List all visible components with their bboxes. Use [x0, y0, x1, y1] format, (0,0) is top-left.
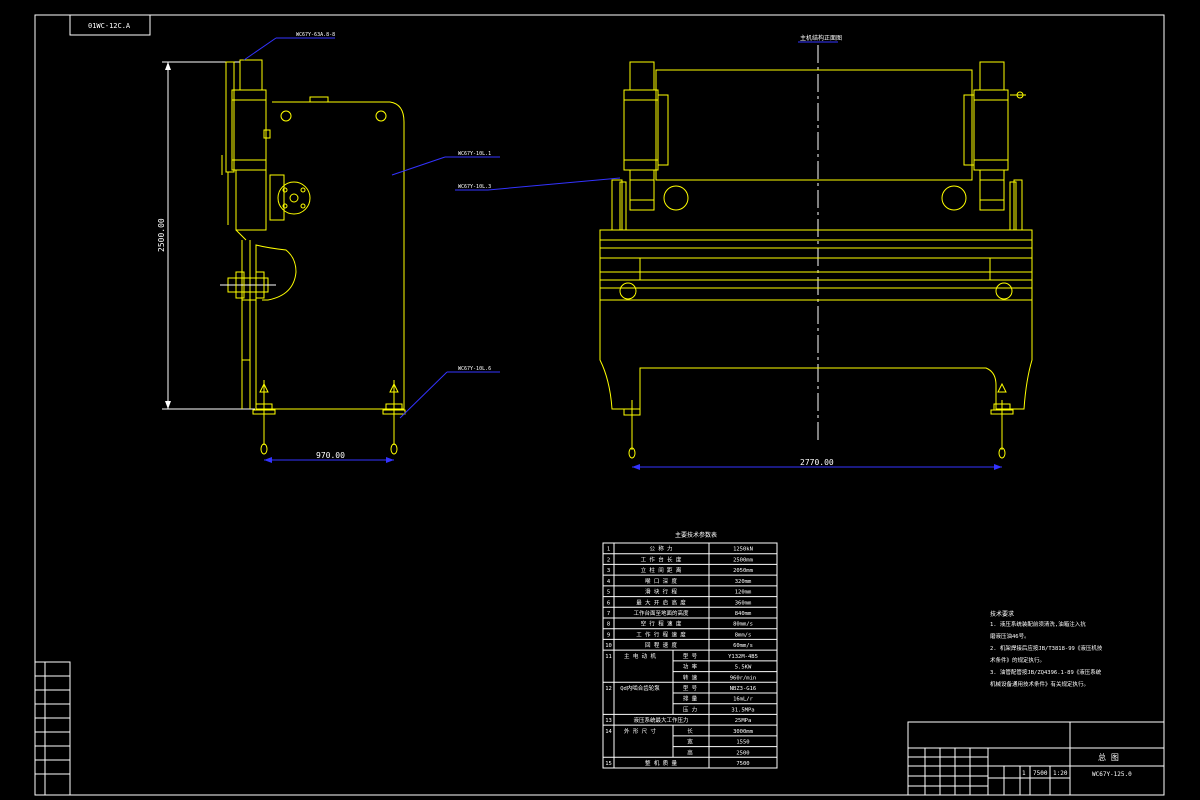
param-name: 工作台面至地面的高度: [633, 609, 689, 617]
param-value: 8mm/s: [735, 632, 752, 638]
params-table-title: 主要技术参数表: [675, 531, 717, 539]
param-name: Qd内啮合齿轮泵: [620, 684, 660, 692]
param-no: 10: [605, 643, 612, 649]
param-value: NBZ3-G16: [730, 686, 757, 692]
tech-note-line: 术条件》的规定执行。: [990, 656, 1045, 664]
param-value: 120mm: [735, 590, 752, 596]
tech-note-line: 2. 机架焊接后应按JB/T3818-99《液压机技: [990, 644, 1103, 652]
param-value: 840mm: [735, 611, 752, 617]
param-no: 1: [607, 547, 610, 553]
param-no: 8: [607, 622, 610, 628]
param-name: 立 柱 间 距 离: [641, 566, 682, 574]
title-block-weight: 7500: [1033, 770, 1048, 777]
param-value: 2500: [736, 750, 749, 756]
param-no: 11: [605, 654, 612, 660]
param-no: 9: [607, 632, 610, 638]
front-foot-left: [623, 400, 641, 459]
callout-4: WC67Y-10L.6: [458, 366, 491, 372]
front-view: 主机结构正面图: [599, 34, 1033, 470]
param-name: 空 行 程 速 度: [641, 620, 682, 628]
param-sub: 型 号: [683, 684, 698, 692]
callout-1: WC67Y-63A.8-8: [296, 32, 335, 38]
param-value: 80mm/s: [733, 622, 753, 628]
callout-3: WC67Y-10L.3: [458, 184, 491, 190]
param-value: Y132M-4B5: [728, 654, 758, 660]
param-sub: 排 量: [683, 695, 698, 703]
param-name: 液压系统最大工作压力: [633, 716, 688, 724]
param-value: 31.5MPa: [731, 707, 754, 713]
front-view-label: 主机结构正面图: [800, 34, 842, 42]
param-value: 60mm/s: [733, 643, 753, 649]
param-value: 2500mm: [733, 557, 754, 563]
param-name: 主 电 动 机: [624, 652, 656, 660]
param-value: 3000mm: [733, 729, 754, 735]
front-foot-right: [990, 382, 1014, 459]
param-name: 公 称 力: [649, 545, 672, 553]
param-sub: 长: [687, 727, 693, 735]
param-no: 6: [607, 600, 610, 606]
param-sub: 功 率: [683, 663, 698, 671]
tech-notes: 技术要求 1. 液压系统装配前须清洗,油箱注入抗 磨液压油46号。 2. 机架焊接…: [990, 610, 1103, 688]
drawing-frame: [34, 14, 1165, 796]
param-name: 滑 块 行 程: [645, 588, 677, 596]
title-block-drawing-no: WC67Y-125.0: [1092, 771, 1132, 778]
param-sub: 宽: [687, 738, 693, 746]
param-name: 工 作 台 长 度: [641, 555, 682, 563]
param-no: 2: [607, 557, 610, 563]
param-no: 15: [605, 761, 612, 767]
tech-note-line: 磨液压油46号。: [990, 632, 1030, 640]
param-value: 320mm: [735, 579, 752, 585]
side-width-dim-text: 970.00: [316, 451, 345, 460]
param-value: 5.5KW: [735, 665, 752, 671]
side-foot-right: [382, 380, 406, 455]
side-frame-plate: [255, 101, 405, 410]
param-no: 12: [605, 686, 612, 692]
param-name: 喉 口 深 度: [645, 577, 677, 585]
param-sub: 转 速: [683, 673, 698, 681]
top-left-drawing-no: 01WC-12C.A: [88, 22, 131, 30]
param-sub: 压 力: [683, 705, 697, 713]
title-block-name: 总 图: [1098, 752, 1119, 762]
title-block-scale: 1:20: [1053, 770, 1068, 777]
param-name: 回 程 速 度: [645, 641, 677, 649]
param-no: 5: [607, 590, 610, 596]
param-sub: 型 号: [683, 652, 698, 660]
param-value: 16mL/r: [733, 697, 754, 703]
tech-note-line: 3. 油管配管按JB/ZQ4396.1-89《液压系统: [990, 668, 1102, 676]
param-sub: 高: [687, 748, 693, 756]
param-name: 工 作 行 程 速 度: [636, 630, 686, 638]
param-value: 7500: [736, 761, 749, 767]
front-width-dim-text: 2770.00: [800, 458, 834, 467]
param-no: 4: [607, 579, 611, 585]
param-value: 1250kN: [733, 547, 753, 553]
param-name: 外 形 尺 寸: [624, 727, 656, 735]
title-block-qty: 1: [1022, 770, 1026, 777]
side-foot-left: [252, 380, 276, 455]
param-value: 25MPa: [735, 718, 752, 724]
param-no: 14: [605, 729, 612, 735]
tech-note-line: 1. 液压系统装配前须清洗,油箱注入抗: [990, 620, 1086, 628]
param-value: 1550: [736, 740, 749, 746]
top-left-title-box: 01WC-12C.A: [69, 14, 151, 36]
title-block: 总 图 WC67Y-125.0 1 7500 1:20: [907, 721, 1165, 796]
param-value: 960r/min: [730, 675, 757, 681]
side-height-dim-text: 2500.00: [157, 218, 166, 252]
tech-notes-title: 技术要求: [990, 610, 1014, 618]
param-no: 3: [607, 568, 610, 574]
left-revision-strip: [34, 661, 71, 796]
callout-2: WC67Y-10L.1: [458, 151, 491, 157]
param-name: 整 机 质 量: [645, 759, 677, 767]
param-no: 13: [605, 718, 612, 724]
side-view: 2500.00: [157, 32, 621, 463]
param-name: 最 大 开 启 高 度: [636, 598, 686, 606]
params-table: 主要技术参数表 1 公 称 力 1250kN 2 工 作 台 长 度 2500mm 3 立 柱…: [602, 531, 778, 769]
param-no: 7: [607, 611, 610, 617]
param-value: 360mm: [735, 600, 752, 606]
tech-note-line: 机械设备通用技术条件》有关规定执行。: [990, 680, 1089, 688]
param-value: 2050mm: [733, 568, 754, 574]
